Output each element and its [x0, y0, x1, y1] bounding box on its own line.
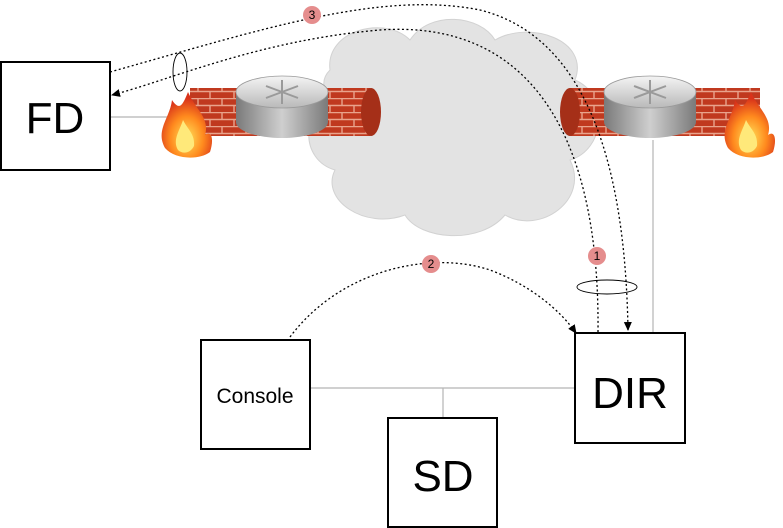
network-links [110, 116, 654, 418]
arrow-step-2 [289, 261, 577, 338]
step-badge-2: 2 [422, 255, 440, 273]
flame-icon [161, 92, 213, 158]
fd-label: FD [26, 94, 85, 143]
router-icon [235, 75, 329, 138]
connection-rings [172, 52, 638, 295]
console-label: Console [216, 385, 293, 408]
step-label: 3 [309, 8, 316, 22]
connection-arrows [109, 4, 632, 338]
fd-node: FD [0, 61, 111, 171]
arrow-step-3 [109, 4, 632, 331]
arrow-step-1 [111, 28, 599, 333]
right-firewall-group [560, 75, 776, 158]
router-icon [603, 75, 697, 138]
dir-node: DIR [574, 332, 686, 444]
left-firewall-group [161, 75, 381, 158]
sd-label: SD [412, 452, 473, 501]
step-badge-1: 1 [588, 247, 606, 265]
step-badge-3: 3 [303, 6, 321, 24]
connection-ring-dir [576, 279, 638, 295]
cloud-icon [308, 18, 600, 237]
console-node: Console [200, 339, 311, 450]
step-label: 1 [594, 249, 601, 263]
connection-ring-fd [172, 52, 188, 92]
sd-node: SD [387, 417, 498, 528]
step-label: 2 [428, 257, 435, 271]
flame-icon [724, 92, 776, 158]
dir-label: DIR [592, 369, 668, 418]
